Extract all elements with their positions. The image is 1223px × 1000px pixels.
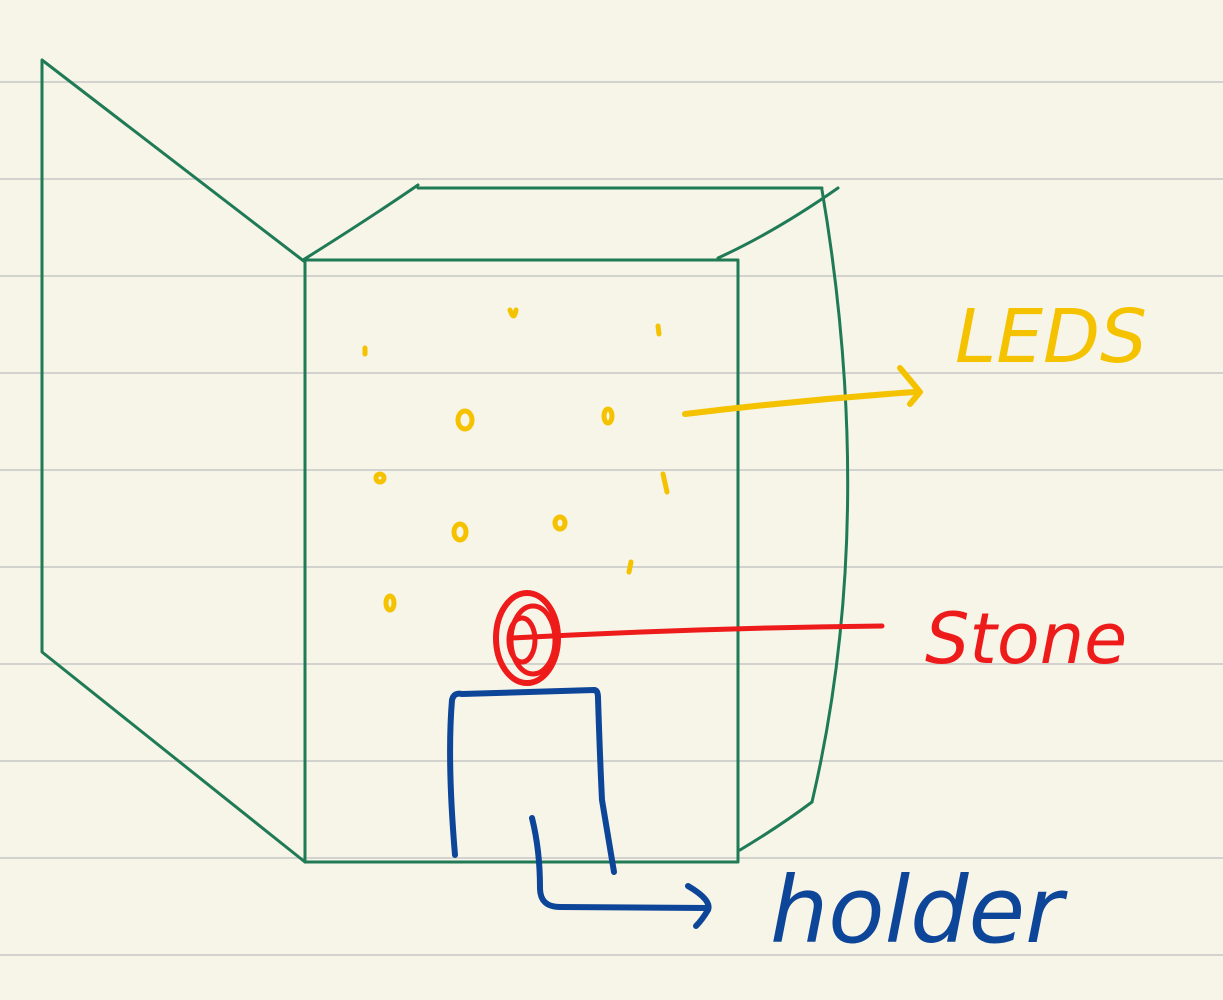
led-dot — [373, 471, 387, 485]
leds-arrow-shaft — [682, 389, 918, 417]
holder — [447, 687, 712, 929]
led-dot — [383, 593, 397, 613]
stone — [493, 590, 885, 686]
leds-arrow-head — [897, 365, 923, 407]
led-dot — [552, 514, 568, 532]
ruled-lines — [0, 81, 1223, 956]
led-dot — [507, 307, 519, 319]
left-open-flap — [40, 58, 307, 864]
box-top-edge-right — [716, 186, 840, 260]
holder-label: holder — [770, 857, 1068, 964]
leds-arrow — [682, 365, 923, 417]
stone-label: Stone — [925, 598, 1127, 680]
led-dot — [455, 408, 475, 432]
holder-arrow-head — [685, 883, 712, 929]
led-dot — [626, 559, 634, 575]
holder-pointer-line — [529, 815, 711, 911]
box-top-edge-left — [301, 183, 420, 262]
leds-label: LEDS — [955, 294, 1147, 380]
led-cluster — [362, 307, 670, 613]
box-bottom-right-edge — [738, 800, 814, 852]
stone-pointer-line — [509, 623, 885, 641]
box-outline — [40, 58, 850, 864]
led-dot — [451, 521, 469, 543]
led-dot — [660, 471, 670, 495]
stone-inner-loop — [506, 615, 538, 665]
box-front-face — [303, 258, 740, 864]
led-dot — [655, 323, 662, 337]
box-right-side — [810, 188, 850, 804]
led-dot — [601, 406, 615, 426]
holder-stand — [447, 687, 617, 875]
